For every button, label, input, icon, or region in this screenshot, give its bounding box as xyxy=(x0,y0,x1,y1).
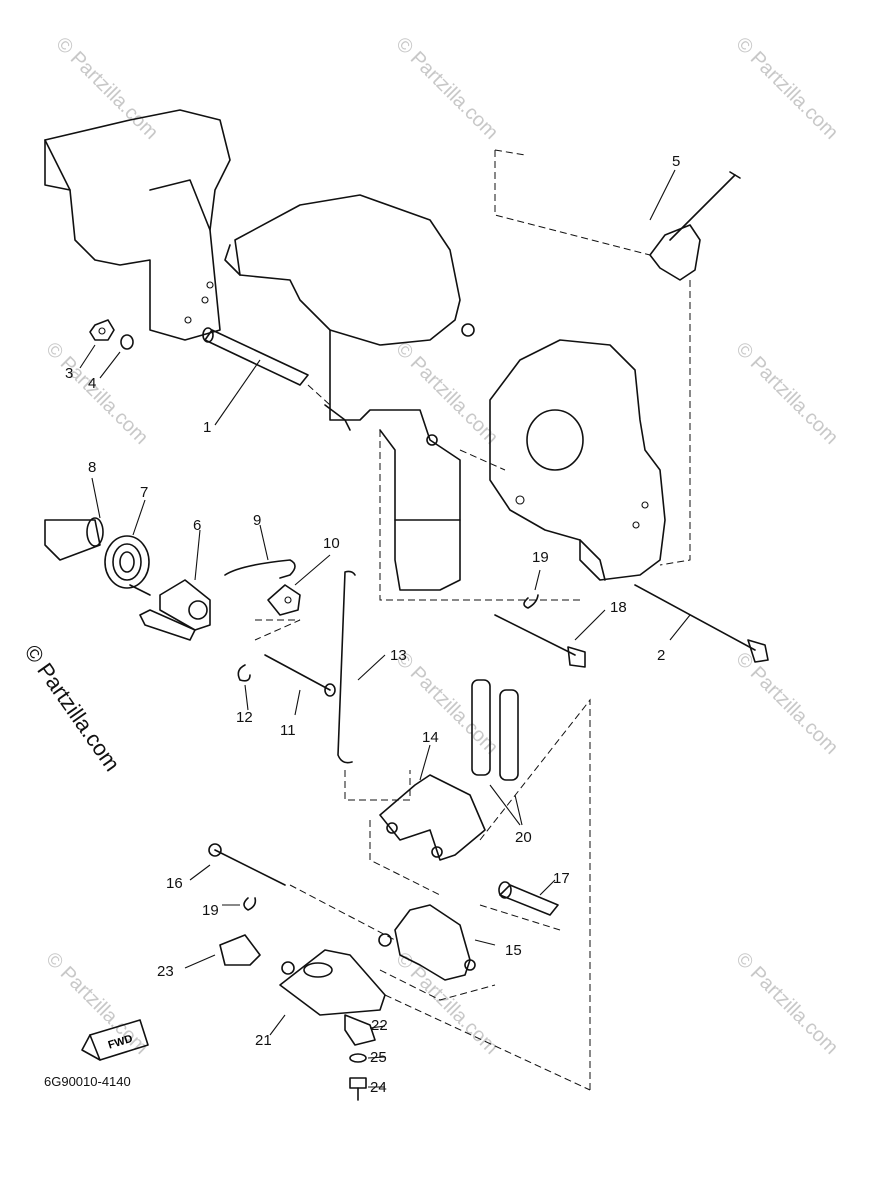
pin-part-11 xyxy=(237,654,336,716)
watermark-text: © Partzilla.com xyxy=(731,33,842,144)
watermark-text: © Partzilla.com xyxy=(391,338,502,449)
watermark-text: © Partzilla.com xyxy=(41,338,152,449)
callout-12: 12 xyxy=(236,709,253,726)
bushing-part-8 xyxy=(44,477,104,561)
callout-8: 8 xyxy=(88,459,96,476)
springs-part-20 xyxy=(471,679,523,826)
pin-part-17 xyxy=(479,879,561,931)
watermark-text: © Partzilla.com xyxy=(731,338,842,449)
callout-6: 6 xyxy=(193,517,201,534)
callout-18: 18 xyxy=(610,599,627,616)
callout-19: 19 xyxy=(532,549,549,566)
callout-21: 21 xyxy=(255,1032,272,1049)
spring-wire-part-9 xyxy=(224,524,296,579)
grip-part-23 xyxy=(184,934,261,969)
callout-24: 24 xyxy=(370,1079,387,1096)
bracket-part-14 xyxy=(369,698,591,1090)
callout-7: 7 xyxy=(140,484,148,501)
callout-2: 2 xyxy=(657,647,665,664)
tilt-rod-part-5 xyxy=(494,149,741,566)
small-parts-22-25-24 xyxy=(344,1014,386,1101)
callout-4: 4 xyxy=(88,375,96,392)
lever-part-21 xyxy=(269,949,591,1091)
callout-14: 14 xyxy=(422,729,439,746)
pin-part-1 xyxy=(202,327,331,426)
callout-22: 22 xyxy=(371,1017,388,1034)
callout-9: 9 xyxy=(253,512,261,529)
callout-5: 5 xyxy=(672,153,680,170)
callout-19: 19 xyxy=(202,902,219,919)
lever-part-6 xyxy=(139,529,211,641)
watermark-text: © Partzilla.com xyxy=(51,33,162,144)
callout-17: 17 xyxy=(553,870,570,887)
bolt-part-2 xyxy=(634,584,769,663)
callout-23: 23 xyxy=(157,963,174,980)
watermark-text: © Partzilla.com xyxy=(41,948,152,1059)
callout-25: 25 xyxy=(370,1049,387,1066)
callout-15: 15 xyxy=(505,942,522,959)
spring-part-7 xyxy=(104,499,151,596)
bolt-part-18 xyxy=(494,569,606,668)
callout-11: 11 xyxy=(280,722,296,739)
bolt-part-16 xyxy=(189,843,396,941)
diagram-code: 6G90010-4140 xyxy=(44,1074,131,1089)
callout-3: 3 xyxy=(65,365,73,382)
callout-1: 1 xyxy=(203,419,211,436)
rod-part-13 xyxy=(337,570,411,801)
bracket-part-15 xyxy=(378,904,496,1001)
callout-20: 20 xyxy=(515,829,532,846)
clamp-bracket-part xyxy=(379,339,666,601)
callout-16: 16 xyxy=(166,875,183,892)
watermark-text: © Partzilla.com xyxy=(731,948,842,1059)
clip-part-10 xyxy=(254,554,331,641)
watermark-text: © Partzilla.com xyxy=(391,33,502,144)
callout-10: 10 xyxy=(323,535,340,552)
callout-13: 13 xyxy=(390,647,407,664)
watermark-text: © Partzilla.com xyxy=(391,648,502,759)
watermark-text: © Partzilla.com xyxy=(731,648,842,759)
nut-washer-parts xyxy=(79,319,134,379)
